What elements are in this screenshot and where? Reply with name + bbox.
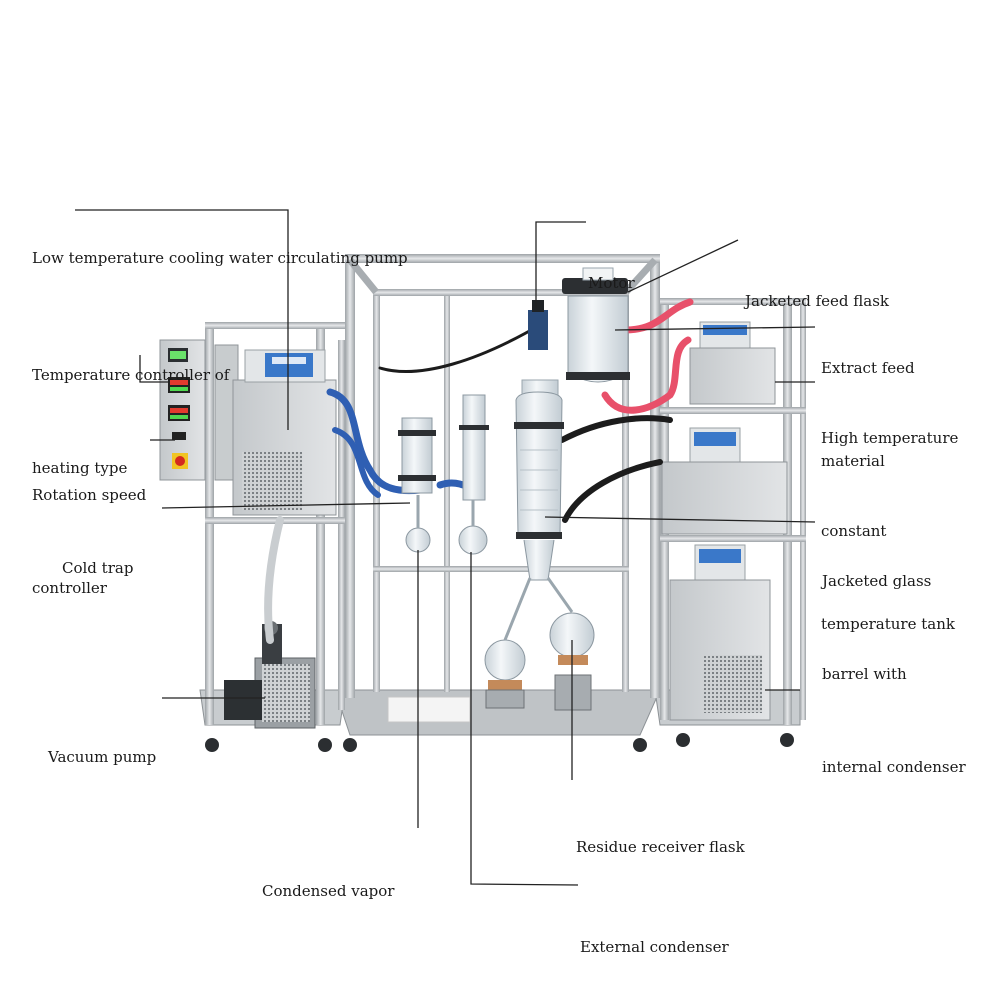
label-text: controller xyxy=(32,579,107,597)
label-text: constant xyxy=(821,522,887,540)
label-text: High temperature xyxy=(821,429,959,447)
label-text: Condensed vapor xyxy=(262,882,395,900)
label-extract-feed: Extract feed material xyxy=(821,291,915,508)
label-text: barrel with xyxy=(822,665,907,683)
label-jacketed-feed-flask: Jacketed feed flask xyxy=(745,224,889,348)
leader-extract-feed xyxy=(614,326,816,331)
high-temperature-tank xyxy=(661,427,788,535)
glassware xyxy=(398,267,630,711)
label-residue-flask: Residue receiver flask xyxy=(576,770,745,894)
label-cooling-pump: Low temperature cooling water circulatin… xyxy=(32,181,408,305)
leader-cooling-pump xyxy=(75,209,289,430)
label-text: heating type xyxy=(32,459,128,477)
label-temp-controller: Temperature controller of heating type xyxy=(32,298,229,515)
left-rack xyxy=(205,322,345,725)
label-text: Temperature controller of xyxy=(32,366,230,384)
label-high-temp-tank: High temperature constant temperature ta… xyxy=(821,361,958,671)
motor-body xyxy=(528,310,548,350)
label-text: material xyxy=(821,452,885,470)
label-text: Cold trap xyxy=(62,559,134,577)
leader-feed-flask xyxy=(627,239,739,293)
label-text: Jacketed glass xyxy=(822,572,932,590)
label-text: Rotation speed xyxy=(32,486,147,504)
label-text: internal condenser xyxy=(822,758,966,776)
label-text: Residue receiver flask xyxy=(576,838,745,856)
leader-temp-controller xyxy=(139,355,170,383)
cooling-pump-cabinet xyxy=(232,349,337,516)
label-text: External condenser xyxy=(580,938,729,956)
leader-motor xyxy=(535,221,586,308)
label-vacuum-pump: Vacuum pump xyxy=(48,680,156,804)
paper-sheet xyxy=(387,696,471,723)
label-text: Vacuum pump xyxy=(48,748,157,766)
label-text: Jacketed feed flask xyxy=(745,292,890,310)
label-text: Extract feed xyxy=(821,359,915,377)
vacuum-pump xyxy=(224,621,316,729)
leader-barrel xyxy=(544,516,816,523)
label-text: Motor xyxy=(588,274,635,292)
leader-cold-trap xyxy=(161,502,411,509)
label-condensed-vapor: Condensed vapor xyxy=(262,814,394,938)
label-motor: Motor xyxy=(588,206,635,330)
control-box xyxy=(159,339,239,481)
label-rotation-controller: Rotation speed controller xyxy=(32,418,146,635)
casters xyxy=(205,733,794,752)
label-cold-trap: Cold trap xyxy=(62,491,133,615)
leader-lines xyxy=(75,209,816,886)
label-jacketed-barrel: Jacketed glass barrel with internal cond… xyxy=(822,504,966,814)
label-text: Low temperature cooling water circulatin… xyxy=(32,249,408,267)
leader-external-condenser xyxy=(470,552,579,886)
label-external-condenser: External condenser xyxy=(580,870,729,994)
bottom-chiller xyxy=(669,544,771,721)
extract-feed-tank xyxy=(689,321,776,405)
label-text: temperature tank xyxy=(821,615,955,633)
